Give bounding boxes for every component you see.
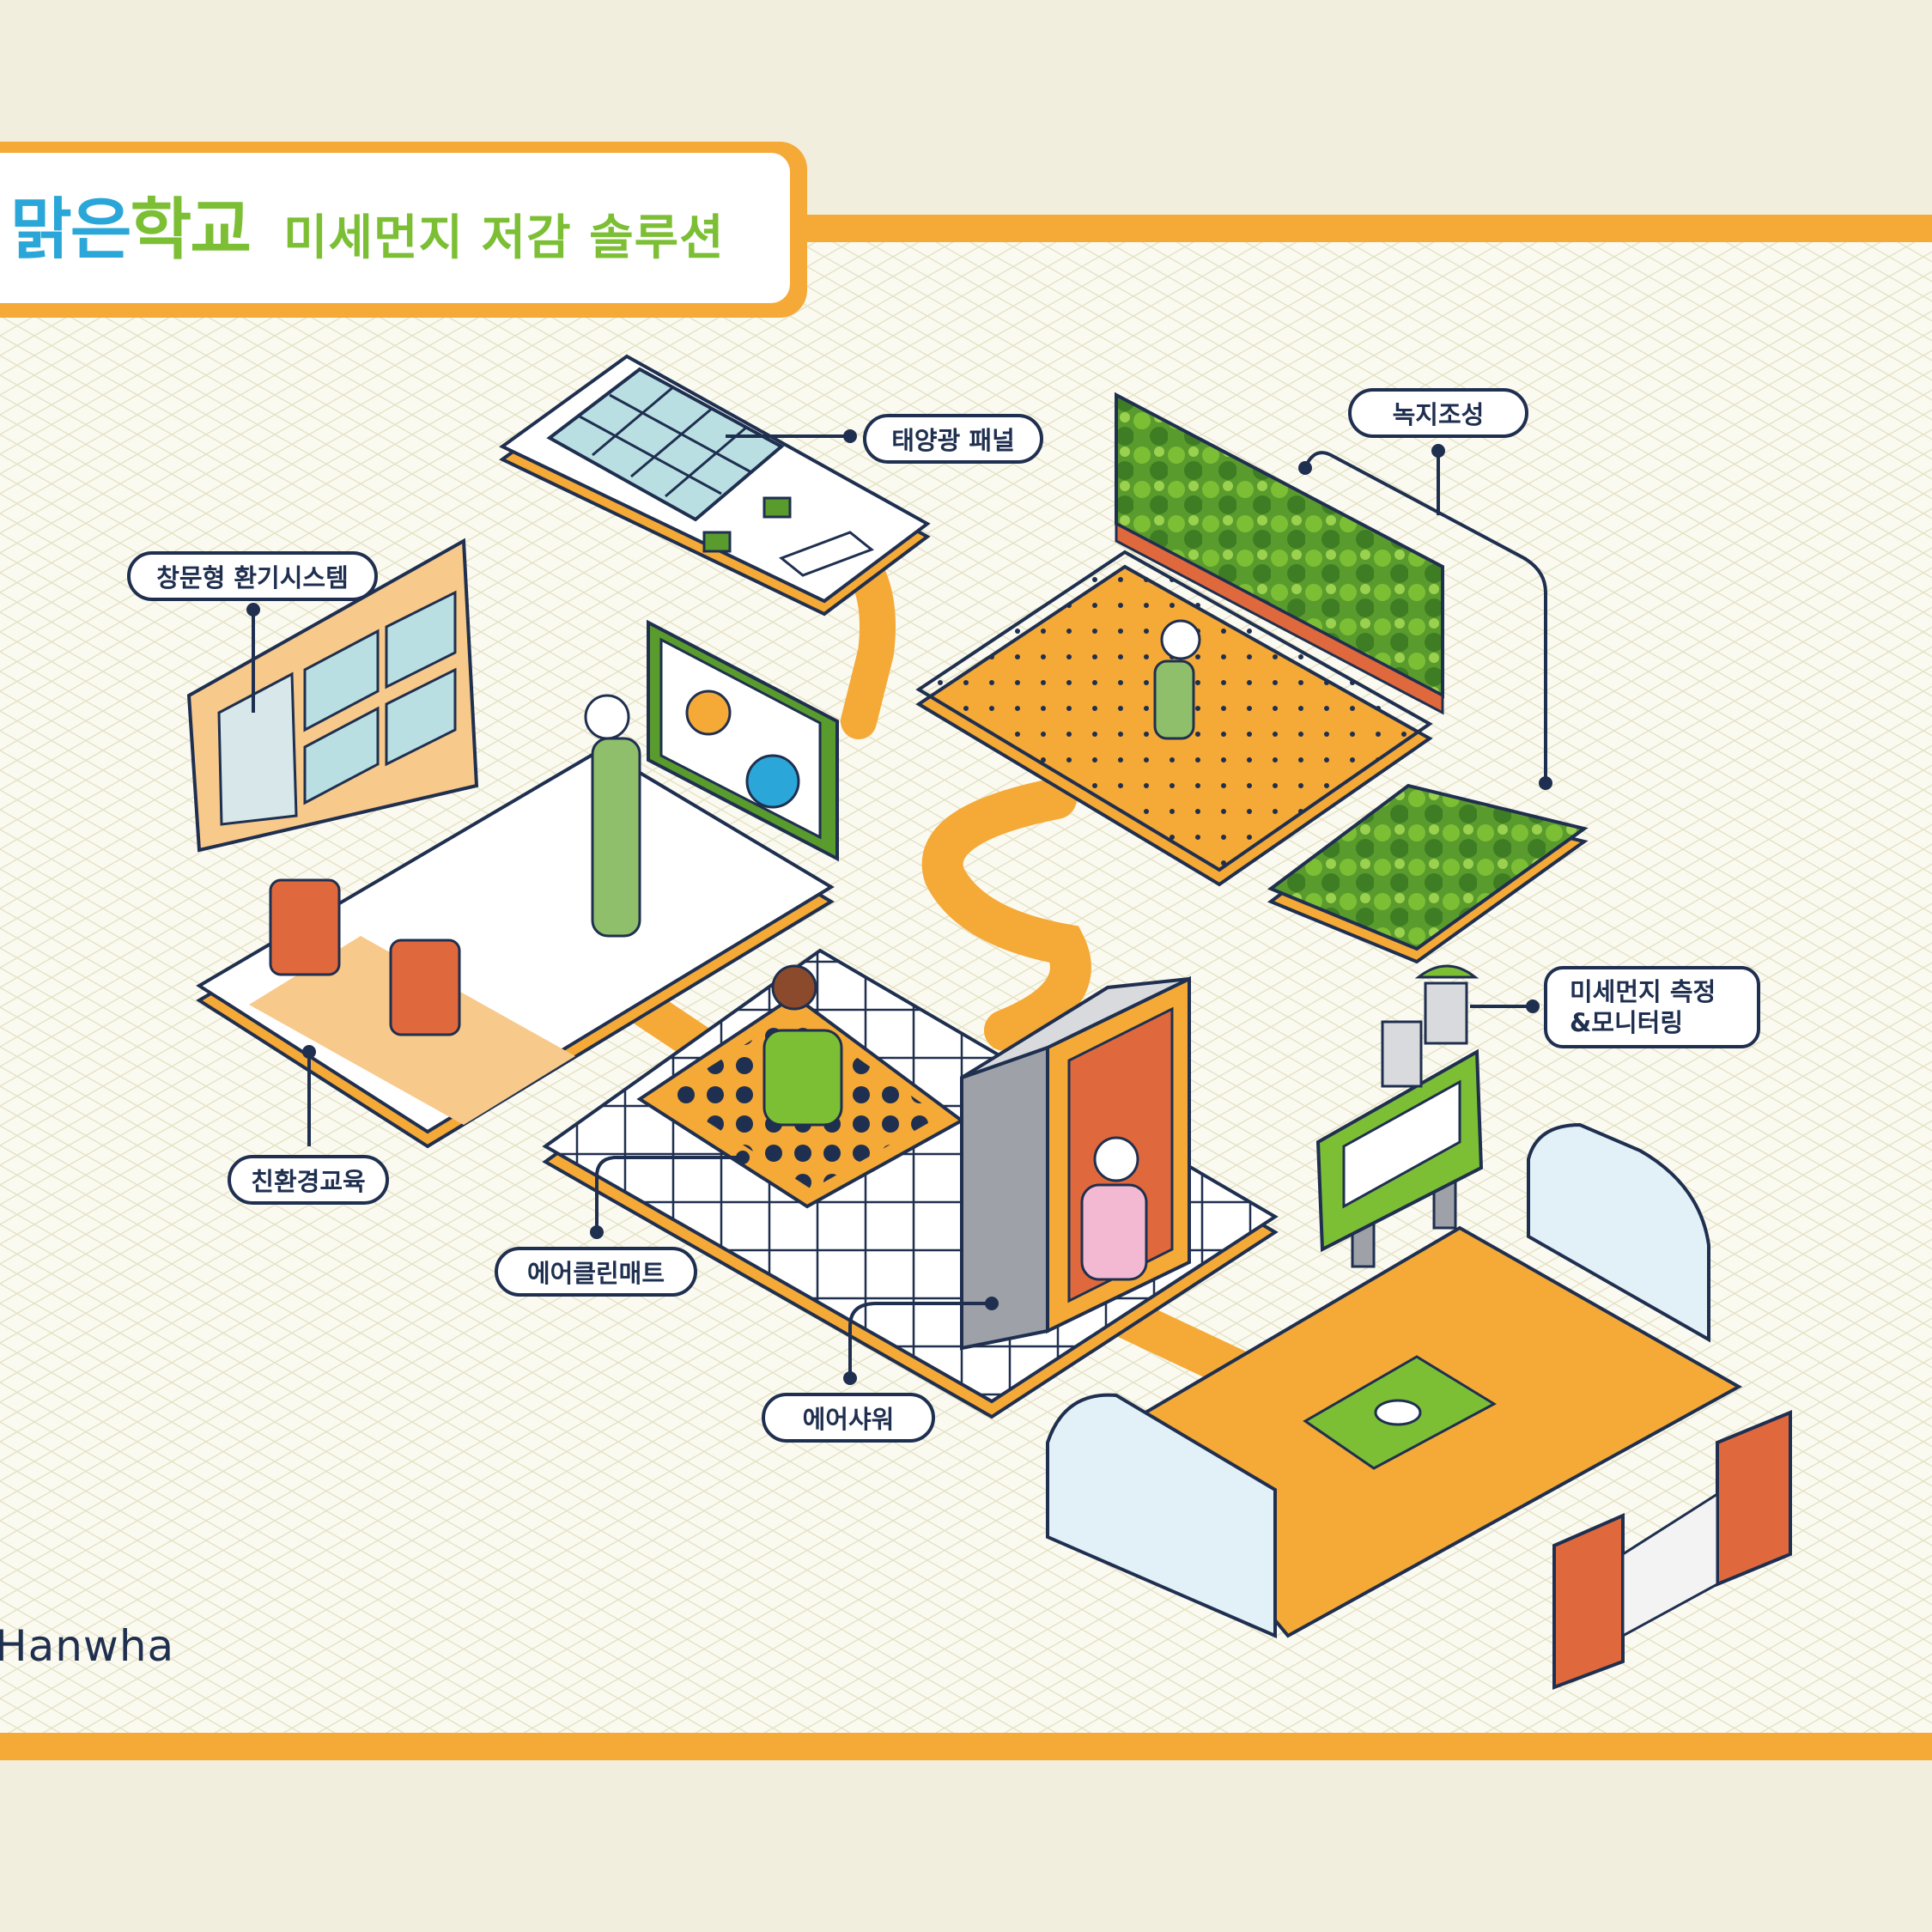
top-orange-band: [799, 215, 1932, 242]
callout-fine-dust-monitoring: 미세먼지 측정 &모니터링: [1544, 966, 1760, 1048]
playground: [1046, 1122, 1792, 1690]
callout-solar-panel: 태양광 패널: [863, 414, 1043, 464]
logo: 맑은학교: [10, 176, 252, 272]
entrance-platform: [542, 948, 1279, 1419]
callout-leader-lines: [246, 429, 1552, 1385]
callout-air-clean-mat: 에어클린매트: [495, 1247, 697, 1297]
monitoring-station: [1315, 964, 1484, 1268]
logo-part-1: 맑: [10, 191, 72, 269]
callout-ventilation-system: 창문형 환기시스템: [127, 551, 378, 601]
callout-eco-education: 친환경교육: [228, 1155, 389, 1205]
brand-logo-text: Hanwha: [0, 1621, 175, 1671]
green-platform: [915, 392, 1589, 964]
callout-monitoring-line-2: &모니터링: [1570, 1008, 1684, 1037]
solar-platform: [499, 354, 931, 617]
callout-green-space: 녹지조성: [1348, 388, 1528, 438]
callout-air-shower: 에어샤워: [762, 1393, 935, 1443]
callout-monitoring-line-1: 미세먼지 측정: [1570, 977, 1716, 1006]
bottom-orange-band: [0, 1733, 1932, 1760]
classroom-platform: [186, 538, 839, 1149]
logo-part-3: 학교: [130, 191, 252, 269]
page-title: 미세먼지 저감 솔루션: [283, 210, 725, 266]
title-box: [0, 153, 790, 303]
logo-part-2: 은: [70, 191, 132, 269]
orange-path-green-mat: [921, 778, 1091, 1051]
